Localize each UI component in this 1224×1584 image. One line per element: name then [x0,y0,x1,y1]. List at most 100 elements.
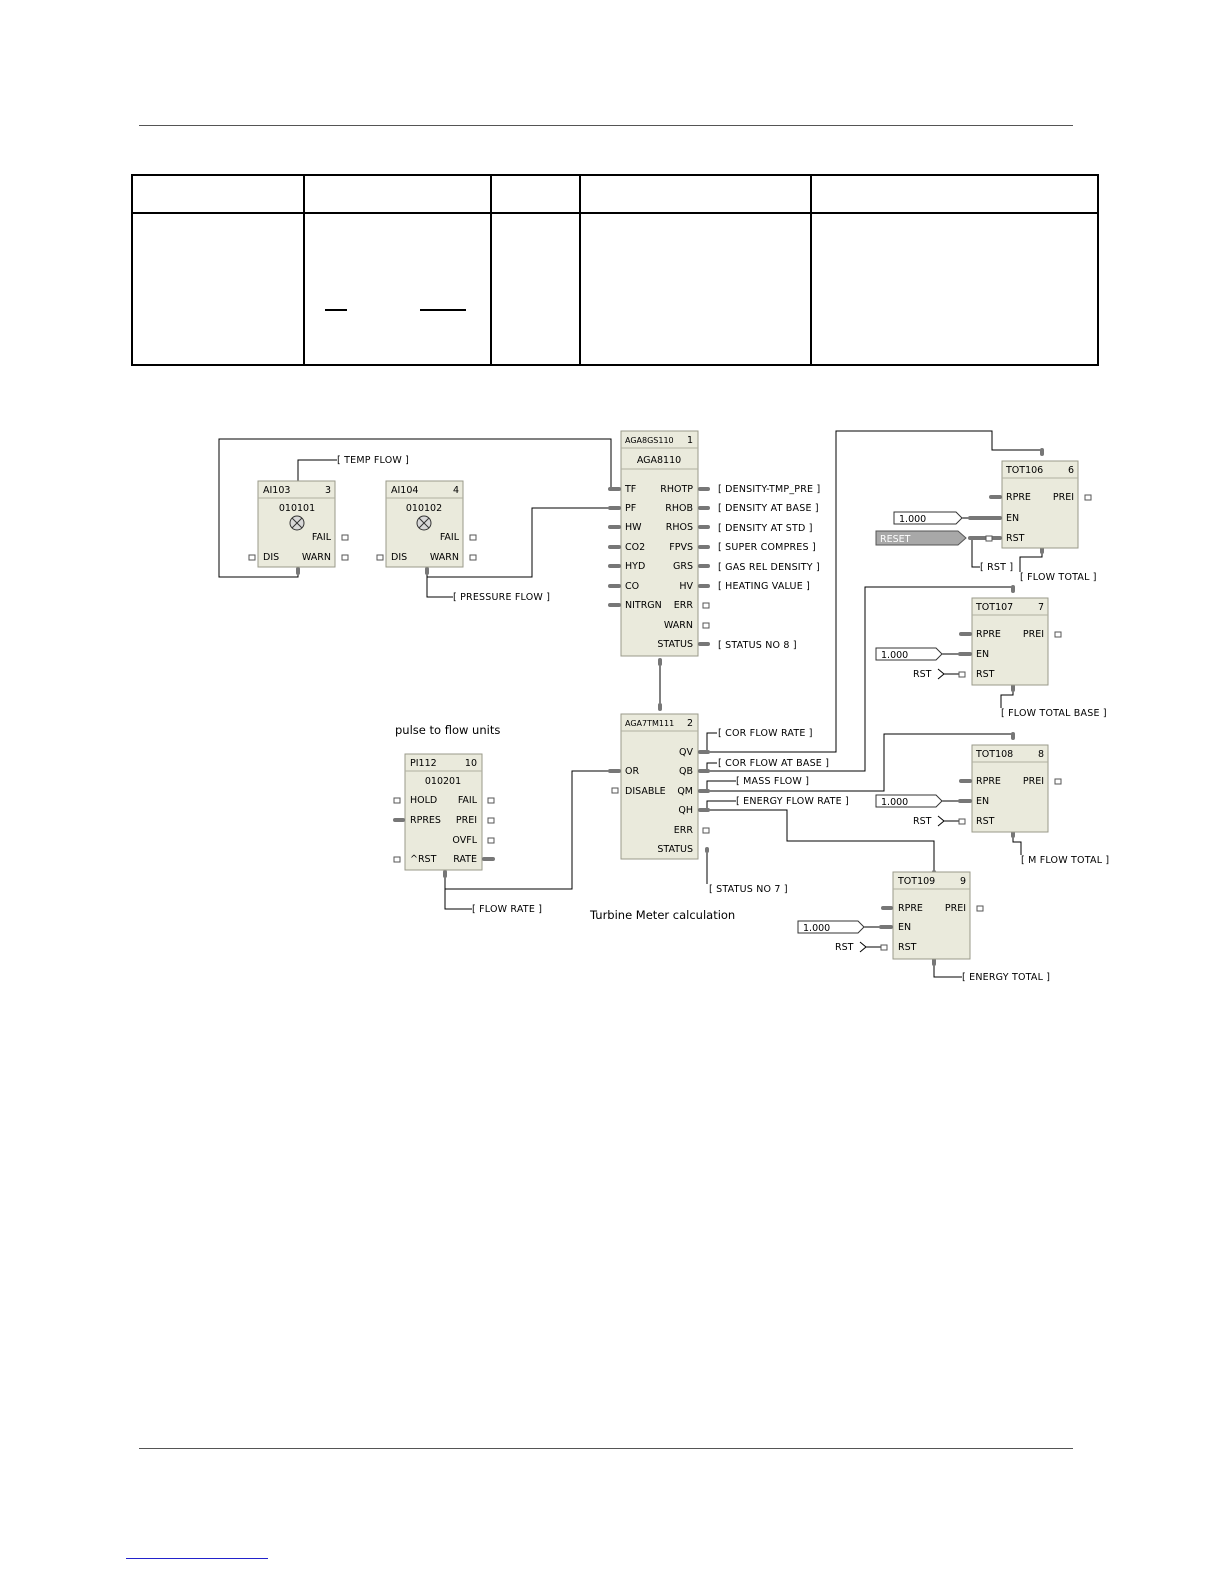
tag-flow-total[interactable]: [ FLOW TOTAL ] [1020,572,1097,583]
rst-reference-108[interactable]: RST [913,815,945,827]
pin-label: EN [898,922,911,933]
tag-rst[interactable]: [ RST ] [980,562,1013,573]
tag-density-at-std[interactable]: [ DENSITY AT STD ] [718,523,813,534]
constant-box [893,511,963,525]
constant-value: 1.000 [899,514,926,525]
pin-label: WARN [430,552,459,563]
constant-c107[interactable]: 1.000 [875,647,943,661]
tag-m-flow-total[interactable]: [ M FLOW TOTAL ] [1021,855,1109,866]
reset-button[interactable]: RESET [875,530,967,546]
block-name: TOT108 [975,749,1013,760]
pin-label: FAIL [440,532,460,543]
pin-label: RHOS [666,522,693,533]
tag-density-tmp-pre[interactable]: [ DENSITY-TMP_PRE ] [718,484,820,495]
hollow-pin [958,671,966,678]
pin-label: FPVS [669,542,693,553]
pin-label: HV [679,581,693,592]
header-rule [139,125,1073,126]
constant-c108[interactable]: 1.000 [875,794,943,808]
tag-pressure-flow[interactable]: [ PRESSURE FLOW ] [453,592,550,603]
pin-label: HYD [625,561,645,572]
hollow-pin [393,856,401,863]
hollow-pin [376,554,384,561]
tag-temp-flow[interactable]: [ TEMP FLOW ] [337,455,409,466]
pin-label: CO2 [625,542,645,553]
reference-label: RST [913,816,932,827]
block-tot106[interactable]: TOT106 6 RPRE EN RST PREI [1001,460,1079,549]
tag-heating-value[interactable]: [ HEATING VALUE ] [718,581,810,592]
tag-gas-rel-density[interactable]: [ GAS REL DENSITY ] [718,562,820,573]
hollow-pin [487,837,495,844]
pin-label: RST [976,816,995,827]
pin-label: RST [1006,533,1025,544]
tag-density-at-base[interactable]: [ DENSITY AT BASE ] [718,503,819,514]
signal-tags: [ TEMP FLOW ] [ PRESSURE FLOW ] [ DENSIT… [337,455,1109,983]
constant-c109[interactable]: 1.000 [797,920,865,934]
pin-label: TF [624,484,636,495]
pin-label: NITRGN [625,600,662,611]
status-lamp-icon [289,515,305,531]
block-aga8gs110[interactable]: AGA8GS110 1 AGA8110 TF PF HW CO2 HYD CO … [620,430,699,657]
table-row [131,212,1099,366]
block-number: 10 [465,758,477,769]
pin-label: RPRE [976,629,1001,640]
reference-label: RST [913,669,932,680]
table-cell [579,212,812,366]
rst-reference-107[interactable]: RST [913,668,945,680]
pin-knob [1011,585,1015,593]
pin-stub [608,769,621,773]
reference-chevron [937,815,945,827]
pin-knob [658,658,662,666]
hollow-pin [702,622,710,629]
constant-box [875,794,943,808]
block-pi112[interactable]: PI112 10 010201 HOLD RPRES ^RST FAIL PRE… [404,753,483,871]
block-number: 4 [453,485,459,496]
pin-label: QB [679,766,693,777]
caption-pulse-to-flow: pulse to flow units [395,723,500,737]
tag-flow-rate[interactable]: [ FLOW RATE ] [472,904,542,915]
tag-flow-total-base[interactable]: [ FLOW TOTAL BASE ] [1001,708,1107,719]
constant-c106[interactable]: 1.000 [893,511,963,525]
pin-stub [698,487,710,491]
pin-stub [698,506,710,510]
rst-reference-109[interactable]: RST [835,941,867,953]
table-cell [303,212,492,366]
tag-status-no-7[interactable]: [ STATUS NO 7 ] [709,884,788,895]
table-header-row [131,174,1099,214]
reset-button-body [875,530,967,546]
pin-knob [658,703,662,711]
table-header-cell [303,174,492,214]
pin-label: ERR [674,600,694,611]
pin-stub [698,545,710,549]
block-tot109[interactable]: TOT109 9 RPRE EN RST PREI [892,871,971,960]
pin-stub [608,506,621,510]
block-aga7tm111[interactable]: AGA7TM111 2 OR DISABLE QV QB QM QH ERR S… [620,713,699,860]
hollow-pin [341,534,349,541]
tag-cor-flow-rate[interactable]: [ COR FLOW RATE ] [718,728,813,739]
reference-chevron [937,668,945,680]
hollow-pin [1054,631,1062,638]
block-name: PI112 [410,758,437,769]
block-ai104[interactable]: AI104 4 010102 FAIL WARN DIS [385,480,464,568]
pin-label: OR [625,766,639,777]
block-ai103[interactable]: AI103 3 010101 FAIL WARN DIS [257,480,336,568]
pin-stub [958,652,972,656]
hollow-pin [487,797,495,804]
tag-energy-flow-rate[interactable]: [ ENERGY FLOW RATE ] [736,796,849,807]
tag-energy-total[interactable]: [ ENERGY TOTAL ] [962,972,1050,983]
tag-cor-flow-at-base[interactable]: [ COR FLOW AT BASE ] [718,758,829,769]
pin-stub [608,487,621,491]
constant-value: 1.000 [881,797,908,808]
table-cell [490,212,581,366]
table-cell [131,212,305,366]
tag-super-compres[interactable]: [ SUPER COMPRES ] [718,542,816,553]
pin-stub [698,642,710,646]
pin-label: EN [976,649,989,660]
pin-label: RHOTP [660,484,693,495]
pin-knob [705,847,709,853]
tag-mass-flow[interactable]: [ MASS FLOW ] [736,776,809,787]
tag-status-no-8[interactable]: [ STATUS NO 8 ] [718,640,797,651]
block-tot107[interactable]: TOT107 7 RPRE EN RST PREI [971,597,1049,686]
block-tot108[interactable]: TOT108 8 RPRE EN RST PREI [971,744,1049,833]
block-address: 010201 [425,776,461,787]
